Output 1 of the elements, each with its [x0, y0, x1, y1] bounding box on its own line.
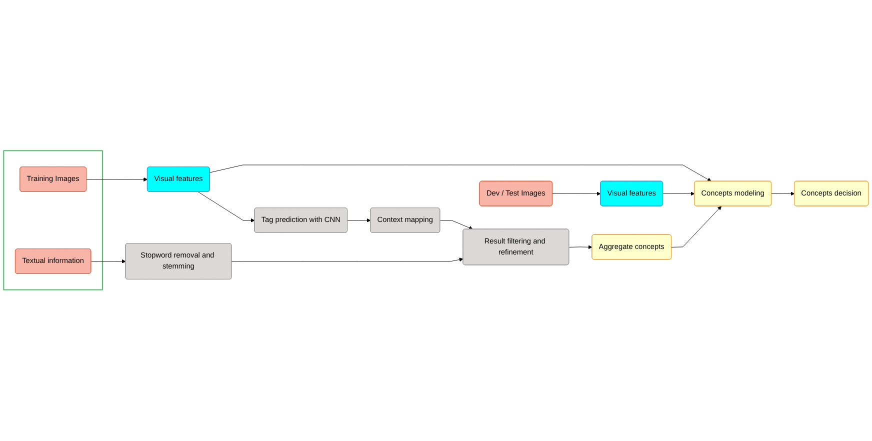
- cluster: [3, 150, 103, 290]
